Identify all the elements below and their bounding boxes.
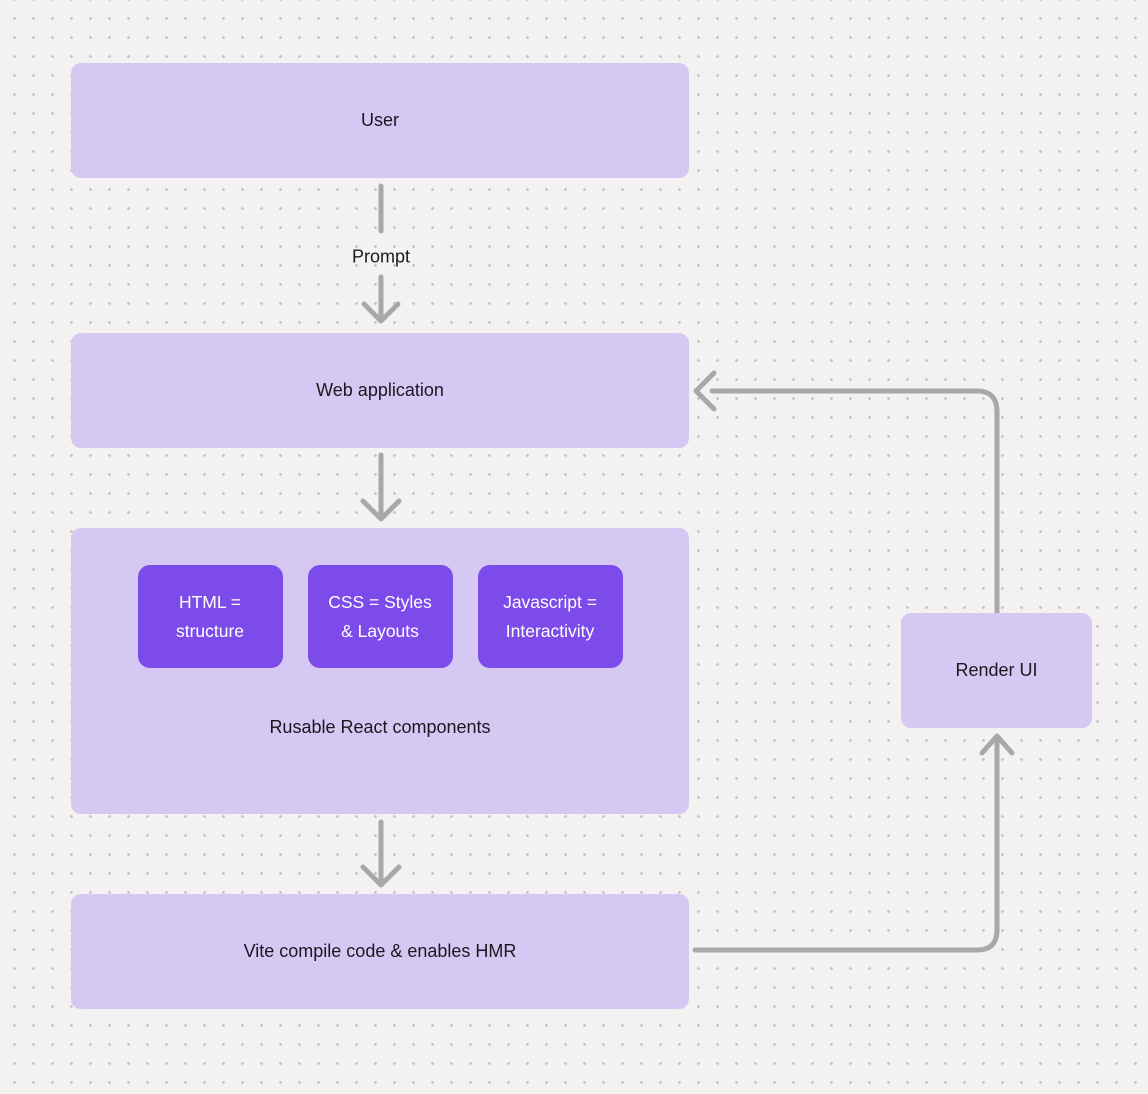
- edge-renderui-to-webapp: [709, 388, 1000, 616]
- edge-vite-to-renderui: [692, 738, 1000, 953]
- arrowhead-up-renderui-icon: [979, 733, 1015, 756]
- node-render-ui-label: Render UI: [955, 660, 1038, 680]
- chip-row: HTML = structure CSS = Styles & Layouts …: [137, 565, 623, 668]
- chip-html-line-1: HTML =: [178, 591, 242, 612]
- node-user: User: [71, 63, 689, 178]
- arrowhead-down-vite-icon: [360, 864, 402, 888]
- edge-label-prompt: Prompt: [351, 246, 411, 267]
- chip-html: HTML = structure: [137, 565, 283, 668]
- node-render-ui: Render UI: [901, 613, 1092, 728]
- arrowhead-left-webapp-icon: [693, 370, 717, 412]
- node-vite-label: Vite compile code & enables HMR: [243, 941, 517, 961]
- node-user-label: User: [360, 110, 399, 130]
- chip-css-line-2: & Layouts: [341, 620, 419, 641]
- chip-css-line-1: CSS = Styles: [328, 591, 432, 612]
- chip-javascript-line-1: Javascript =: [503, 591, 597, 612]
- node-vite: Vite compile code & enables HMR: [71, 894, 689, 1009]
- chip-css: CSS = Styles & Layouts: [307, 565, 453, 668]
- chip-javascript-line-2: Interactivity: [505, 620, 595, 641]
- arrowhead-down-webapp-icon: [361, 301, 401, 324]
- node-web-application: Web application: [71, 333, 689, 448]
- node-react-components-group: HTML = structure CSS = Styles & Layouts …: [71, 528, 689, 814]
- arrowhead-down-components-icon: [360, 498, 402, 522]
- node-web-application-label: Web application: [316, 380, 444, 400]
- chip-javascript: Javascript = Interactivity: [477, 565, 623, 668]
- components-caption: Rusable React components: [269, 717, 491, 737]
- chip-html-line-2: structure: [175, 620, 245, 641]
